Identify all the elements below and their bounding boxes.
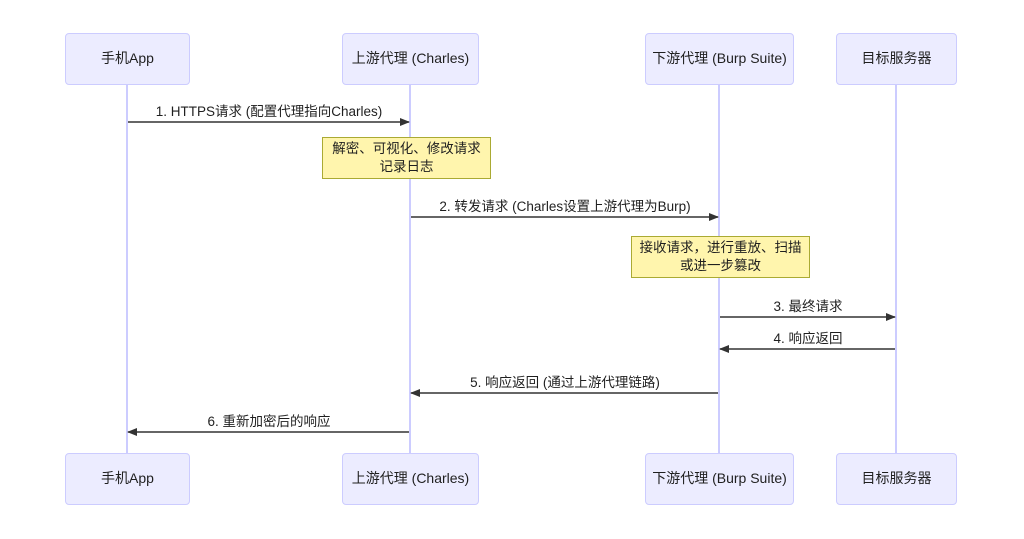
participant-server[interactable]: 目标服务器 bbox=[836, 33, 957, 85]
participant-charles[interactable]: 上游代理 (Charles) bbox=[342, 33, 479, 85]
participant-app[interactable]: 手机App bbox=[65, 33, 190, 85]
participant-burp[interactable]: 下游代理 (Burp Suite) bbox=[645, 453, 794, 505]
participant-label: 下游代理 (Burp Suite) bbox=[652, 470, 787, 487]
participant-app[interactable]: 手机App bbox=[65, 453, 190, 505]
participant-label: 手机App bbox=[101, 50, 154, 67]
participant-label: 下游代理 (Burp Suite) bbox=[652, 50, 787, 67]
note-text: 接收请求，进行重放、扫描 或进一步篡改 bbox=[639, 239, 802, 273]
message-label-4: 4. 响应返回 bbox=[773, 331, 843, 346]
participant-charles[interactable]: 上游代理 (Charles) bbox=[342, 453, 479, 505]
participant-label: 上游代理 (Charles) bbox=[351, 50, 470, 67]
note-burp: 接收请求，进行重放、扫描 或进一步篡改 bbox=[631, 236, 810, 278]
message-label-1: 1. HTTPS请求 (配置代理指向Charles) bbox=[155, 104, 383, 119]
participant-label: 目标服务器 bbox=[861, 470, 932, 487]
message-label-5: 5. 响应返回 (通过上游代理链路) bbox=[470, 375, 660, 390]
participant-server[interactable]: 目标服务器 bbox=[836, 453, 957, 505]
message-arrows-group bbox=[127, 118, 896, 436]
message-label-6: 6. 重新加密后的响应 bbox=[207, 414, 331, 429]
note-text: 解密、可视化、修改请求 记录日志 bbox=[332, 140, 481, 174]
participant-label: 手机App bbox=[101, 470, 154, 487]
participant-burp[interactable]: 下游代理 (Burp Suite) bbox=[645, 33, 794, 85]
message-label-2: 2. 转发请求 (Charles设置上游代理为Burp) bbox=[439, 199, 691, 214]
note-charles: 解密、可视化、修改请求 记录日志 bbox=[322, 137, 491, 179]
participant-label: 上游代理 (Charles) bbox=[351, 470, 470, 487]
message-label-3: 3. 最终请求 bbox=[773, 299, 843, 314]
participant-label: 目标服务器 bbox=[861, 50, 932, 67]
